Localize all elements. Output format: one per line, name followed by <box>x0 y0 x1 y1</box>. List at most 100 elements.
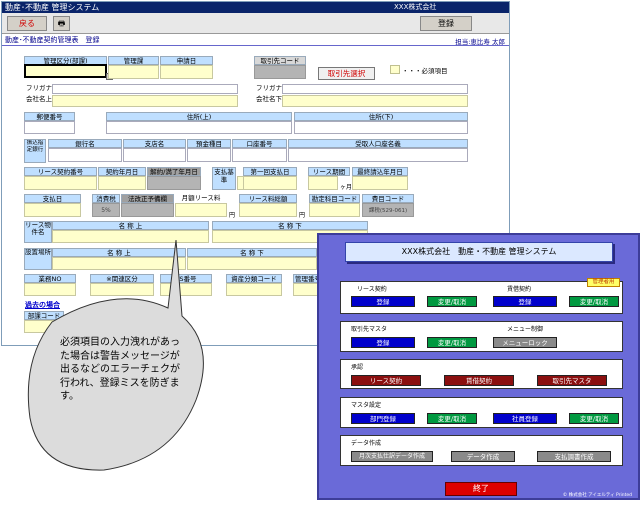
staff-edit-button[interactable]: 変更/取消 <box>569 413 619 424</box>
lease-edit-button[interactable]: 変更/取消 <box>427 296 477 307</box>
customer-code-field <box>254 65 306 79</box>
master-settings-section: マスタ設定 部門登録 変更/取消 社員登録 変更/取消 <box>340 397 623 428</box>
master-section: 取引先マスタ メニュー制御 登録 変更/取消 メニューロック <box>340 321 623 352</box>
first-payment-label: 第一回支払日 <box>243 167 297 176</box>
lease-caption: リース契約 <box>357 286 387 293</box>
last-payment-field[interactable] <box>352 176 408 190</box>
apply-date-field[interactable] <box>160 65 213 79</box>
account-type-label: 預金種目 <box>187 139 231 148</box>
furigana-label: フリガナ <box>24 84 52 94</box>
print-icon[interactable]: 🖶 <box>53 16 70 31</box>
furigana2-label: フリガナ <box>254 84 282 94</box>
section-field[interactable] <box>108 65 159 79</box>
expense-code-label: 費目コード <box>362 194 414 203</box>
data-creation-section: データ作成 月次支払仕訳データ作成 データ作成 支払調書作成 <box>340 435 623 466</box>
approve-lease-button[interactable]: リース契約 <box>351 375 421 386</box>
contract-date-label: 契約年月日 <box>98 167 146 176</box>
exit-button[interactable]: 終了 <box>445 482 517 496</box>
tax-reform-label: 法改正予備欄 <box>121 194 174 203</box>
furigana2-field[interactable] <box>282 84 468 94</box>
payee-field[interactable] <box>288 148 468 162</box>
install-name-lower-field[interactable] <box>187 257 317 270</box>
lease-no-field[interactable] <box>24 176 97 190</box>
branch-name-label: 支店名 <box>123 139 186 148</box>
address-upper-label: 住所(上) <box>106 112 292 121</box>
form-company-name: XXX株式会社 <box>394 3 437 11</box>
name-upper-label: 名 称 上 <box>52 221 209 230</box>
customer-register-button[interactable]: 登録 <box>351 337 415 348</box>
asset-code-label: 資産分類コード <box>226 274 282 283</box>
section-label: 管理課 <box>108 56 159 65</box>
main-menu-window: XXX株式会社 動産・不動産 管理システム リース契約 賃借契約 登録 変更/取… <box>317 233 640 500</box>
account-no-field[interactable] <box>232 148 287 162</box>
related-category-field[interactable] <box>90 283 154 296</box>
payee-label: 受取人口座名義 <box>288 139 468 148</box>
ts-no-field[interactable] <box>160 283 212 296</box>
rental-register-button[interactable]: 登録 <box>493 296 557 307</box>
address-lower-field[interactable] <box>294 121 468 134</box>
tax-rate-field: 5% <box>92 203 120 217</box>
rental-edit-button[interactable]: 変更/取消 <box>569 296 619 307</box>
business-no-label: 業務NO <box>24 274 76 283</box>
company-name2-field[interactable] <box>282 95 468 107</box>
approve-customer-button[interactable]: 取引先マスタ <box>537 375 607 386</box>
account-type-field[interactable] <box>187 148 231 162</box>
name-lower-label: 名 称 下 <box>212 221 368 230</box>
lease-register-button[interactable]: 登録 <box>351 296 415 307</box>
install-name-lower-label: 名 称 下 <box>187 248 317 257</box>
lease-no-label: リース契約番号 <box>24 167 97 176</box>
dept-code2-label: 部課コード <box>24 311 64 320</box>
history-link[interactable]: 過去の場合 <box>25 301 60 309</box>
months-unit: ヶ月 <box>340 184 353 191</box>
approve-rental-button[interactable]: 賃借契約 <box>444 375 514 386</box>
customer-edit-button[interactable]: 変更/取消 <box>427 337 477 348</box>
pay-day-field[interactable] <box>24 203 81 217</box>
yen-unit: 円 <box>229 212 236 219</box>
lease-property-label: リース物件名 <box>24 221 52 243</box>
form-toolbar: 戻る 🖶 登録 <box>2 13 509 34</box>
asset-code-field[interactable] <box>226 283 282 296</box>
contract-date-field[interactable] <box>98 176 146 190</box>
screen-name: 動産･不動産契約管理表 登録 <box>5 36 100 44</box>
dept-edit-button[interactable]: 変更/取消 <box>427 413 477 424</box>
contract-section: リース契約 賃借契約 登録 変更/取消 登録 変更/取消 <box>340 281 623 314</box>
register-button[interactable]: 登録 <box>420 16 472 31</box>
menu-lock-button[interactable]: メニューロック <box>493 337 557 348</box>
lease-period-field[interactable] <box>308 176 338 190</box>
dept-code-select[interactable] <box>24 64 107 78</box>
install-name-upper-field[interactable] <box>52 257 186 270</box>
staff-register-button[interactable]: 社員登録 <box>493 413 557 424</box>
monthly-payment-data-button[interactable]: 月次支払仕訳データ作成 <box>351 451 433 462</box>
cancel-date-field <box>147 176 201 190</box>
branch-name-field[interactable] <box>123 148 186 162</box>
dept-code2-field[interactable] <box>24 320 64 333</box>
account-code-field[interactable] <box>309 203 360 217</box>
monthly-fee-field[interactable] <box>175 203 227 217</box>
menu-title: XXX株式会社 動産・不動産 管理システム <box>345 242 613 262</box>
data-create-button[interactable]: データ作成 <box>451 451 515 462</box>
total-fee-field[interactable] <box>239 203 297 217</box>
monthly-fee-label: 月額リース料 <box>175 194 227 203</box>
payment-summary-button[interactable]: 支払調書作成 <box>537 451 611 462</box>
dept-register-button[interactable]: 部門登録 <box>351 413 415 424</box>
company-name-field[interactable] <box>52 95 238 107</box>
form-title-bar: 動産･不動産 管理システム XXX株式会社 <box>2 2 509 13</box>
lease-period-label: リース期間 <box>308 167 350 176</box>
name-upper-field[interactable] <box>52 230 209 243</box>
address-lower-label: 住所(下) <box>294 112 468 121</box>
customer-select-button[interactable]: 取引先選択 <box>318 67 375 80</box>
postal-field[interactable] <box>24 121 75 134</box>
business-no-field[interactable] <box>24 283 76 296</box>
address-upper-field[interactable] <box>106 121 292 134</box>
tax-label: 消費税 <box>92 194 120 203</box>
back-button[interactable]: 戻る <box>7 16 47 31</box>
furigana-field[interactable] <box>52 84 238 94</box>
company-name-label: 会社名上 <box>24 95 52 107</box>
approval-section: 承認 リース契約 賃借契約 取引先マスタ <box>340 359 623 389</box>
form-subheader: 動産･不動産契約管理表 登録 担当:恵比寿 太郎 <box>2 34 509 46</box>
first-payment-field[interactable] <box>243 176 297 190</box>
rental-caption: 賃借契約 <box>507 286 532 293</box>
menu-control-caption: メニュー制御 <box>507 326 544 333</box>
bank-name-field[interactable] <box>48 148 122 162</box>
last-payment-label: 最終請込年月日 <box>352 167 408 176</box>
